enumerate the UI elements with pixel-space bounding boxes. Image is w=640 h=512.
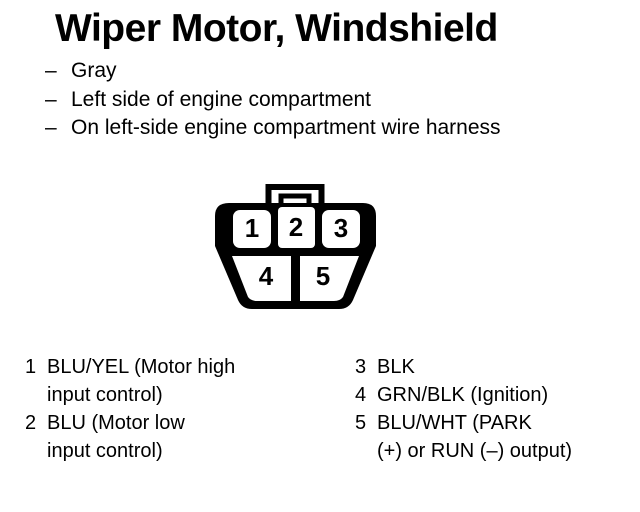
legend-line: (+) or RUN (–) output) [377,440,573,462]
location-notes: – Gray – Left side of engine compartment… [45,57,501,143]
pin-3-label: 3 [334,213,348,243]
legend-item-pin-3: 3 BLK [355,353,635,381]
page-title: Wiper Motor, Windshield [55,7,498,50]
pin-4-label: 4 [259,261,274,291]
legend-wire-description: BLU (Motor low input control) [47,409,185,465]
legend-line: BLK [377,356,415,378]
legend-item-pin-1: 1 BLU/YEL (Motor high input control) [25,353,335,409]
pin-2-cavity [278,207,315,248]
dash-bullet: – [45,116,57,139]
bullet-text: Left side of engine compartment [71,87,372,111]
connector-diagram: 1 2 3 4 5 [215,184,376,309]
legend-item-pin-2: 2 BLU (Motor low input control) [25,409,335,465]
legend-line: BLU (Motor low [47,412,185,434]
list-item: – On left-side engine compartment wire h… [45,114,501,143]
pin-1-label: 1 [245,213,259,243]
legend-line: GRN/BLK (Ignition) [377,384,549,406]
legend-item-pin-5: 5 BLU/WHT (PARK (+) or RUN (–) output) [355,409,635,465]
dash-bullet: – [45,87,57,111]
legend-pin-number: 1 [25,356,37,378]
pin-1-cavity [233,210,271,248]
legend-pin-number: 2 [25,412,37,434]
list-item: – Left side of engine compartment [45,86,501,115]
pin-5-label: 5 [316,261,330,291]
legend-wire-description: BLU/YEL (Motor high input control) [47,353,235,409]
pin-legend-left-column: 1 BLU/YEL (Motor high input control) 2 B… [25,353,335,465]
legend-line: input control) [47,384,163,406]
legend-pin-number: 3 [355,356,367,378]
legend-item-pin-4: 4 GRN/BLK (Ignition) [355,381,635,409]
legend-pin-number: 4 [355,384,367,406]
bullet-text: On left-side engine compartment wire har… [71,116,501,139]
pin-3-cavity [322,210,360,248]
legend-wire-description: BLK [377,353,415,381]
legend-wire-description: BLU/WHT (PARK (+) or RUN (–) output) [377,409,572,465]
legend-line: input control) [47,440,163,462]
legend-line: BLU/WHT (PARK [377,412,532,434]
pin-4-cavity [232,256,291,301]
legend-wire-description: GRN/BLK (Ignition) [377,381,548,409]
legend-pin-number: 5 [355,412,367,434]
pin-legend-right-column: 3 BLK 4 GRN/BLK (Ignition) 5 BLU/WHT (PA… [355,353,635,465]
pin-5-cavity [300,256,359,301]
legend-line: BLU/YEL (Motor high [47,356,236,378]
dash-bullet: – [45,59,57,82]
bullet-text: Gray [71,59,117,82]
list-item: – Gray [45,57,501,86]
pin-2-label: 2 [289,212,303,242]
